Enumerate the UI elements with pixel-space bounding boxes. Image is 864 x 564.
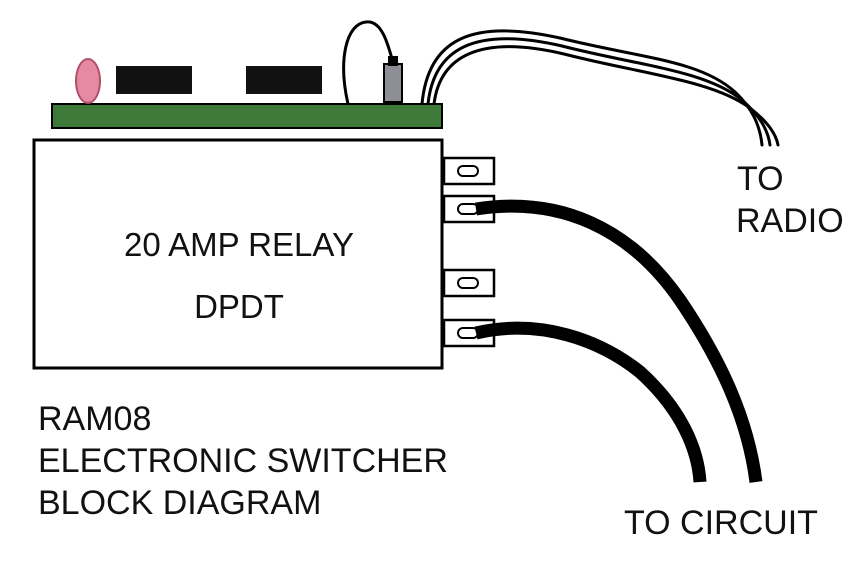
connector-plug [383,63,403,103]
radio-wires [420,29,780,147]
caption-line2: ELECTRONIC SWITCHER [38,442,448,480]
caption-line3: BLOCK DIAGRAM [38,484,322,522]
ic-chip-2 [246,66,322,94]
circuit-wire-lower [474,321,707,483]
radio-label-line1: TO [737,160,784,198]
circuit-wire-upper [475,199,763,483]
connector-cap [388,56,398,66]
circuit-wires [474,199,763,483]
relay-body [32,138,444,370]
terminal-3 [442,268,496,298]
ic-chip-1 [116,66,192,94]
relay-label-line1: 20 AMP RELAY [124,226,354,263]
terminal-1 [442,156,496,186]
relay-terminals [442,156,496,348]
diagram-caption: RAM08 ELECTRONIC SWITCHER BLOCK DIAGRAM [38,398,448,524]
radio-label-line2: RADIO [736,202,844,240]
lead-wire [342,20,396,106]
caption-line1: RAM08 [38,400,152,438]
relay-label-line2: DPDT [194,288,284,325]
radio-wire-3 [432,45,780,147]
circuit-label: TO CIRCUIT [624,504,818,542]
circuit-board [51,103,443,129]
led-indicator [75,58,101,104]
